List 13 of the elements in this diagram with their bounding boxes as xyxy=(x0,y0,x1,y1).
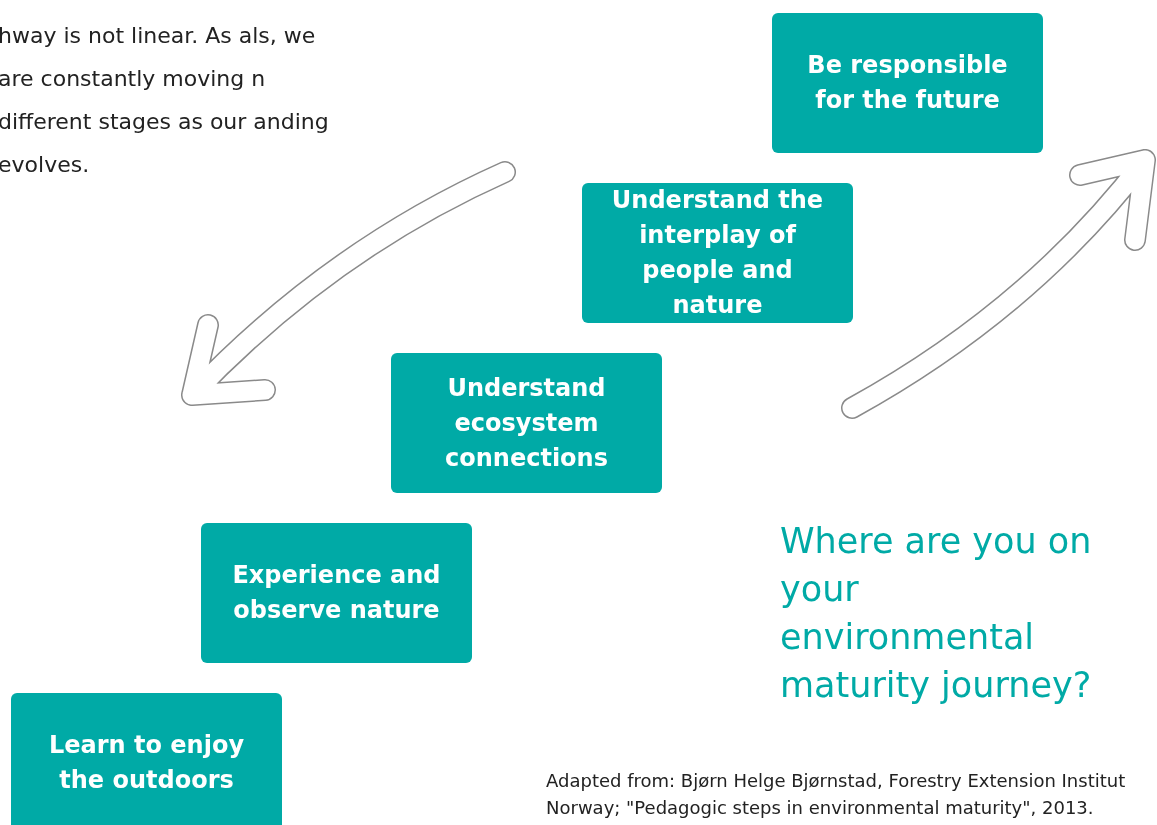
step-box xyxy=(11,693,282,825)
step-text: Learn to enjoy the outdoors xyxy=(47,730,246,796)
step-box xyxy=(772,13,1043,153)
step-text: Be responsible for the future xyxy=(806,50,1009,116)
step-text: Experience and observe nature xyxy=(231,560,442,626)
step-text: Understand the interplay of people and nature xyxy=(610,185,825,321)
source-note: Adapted from: Bjørn Helge Bjørnstad, Forestry Extension Institut Norway; "Pedagogic steps in environmental maturity", 2013. xyxy=(546,769,1127,820)
step-box xyxy=(201,523,472,663)
step-text: Understand ecosystem connections xyxy=(444,372,609,474)
intro-paragraph: hway is not linear. As als, we are constantly moving n different stages as our anding evolves. xyxy=(0,22,330,179)
step-box xyxy=(582,183,853,323)
question-text: Where are you on your environmental maturity journey? xyxy=(780,520,1093,707)
step-box xyxy=(391,353,662,493)
